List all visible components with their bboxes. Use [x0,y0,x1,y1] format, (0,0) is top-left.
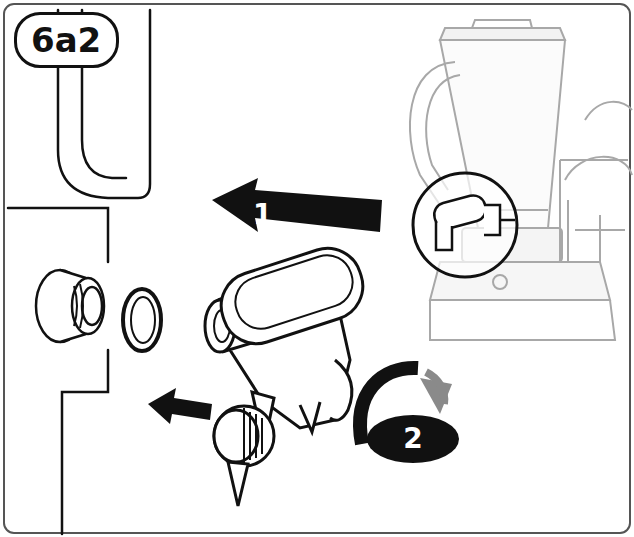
spout-detail [432,193,515,250]
knob [214,406,274,506]
appliance-overview [410,20,632,340]
callout-number: 2 [403,425,422,453]
step-number: 6a2 [31,23,102,57]
step-arrow: 1 [210,178,384,234]
callout-oval: 2 [366,414,460,464]
seal-ring [123,289,161,351]
arrow-fill [212,178,382,232]
callout-number: 1 [253,201,272,229]
oval-fill [367,415,459,463]
arrow-shape [210,178,384,234]
frame [4,4,630,533]
step-badge: 6a2 [14,12,119,68]
direction-arrow [148,388,212,424]
base-body [8,10,150,534]
spigot [36,270,104,342]
rotation-arrow-tail [426,372,444,404]
callout-circle [413,173,517,277]
